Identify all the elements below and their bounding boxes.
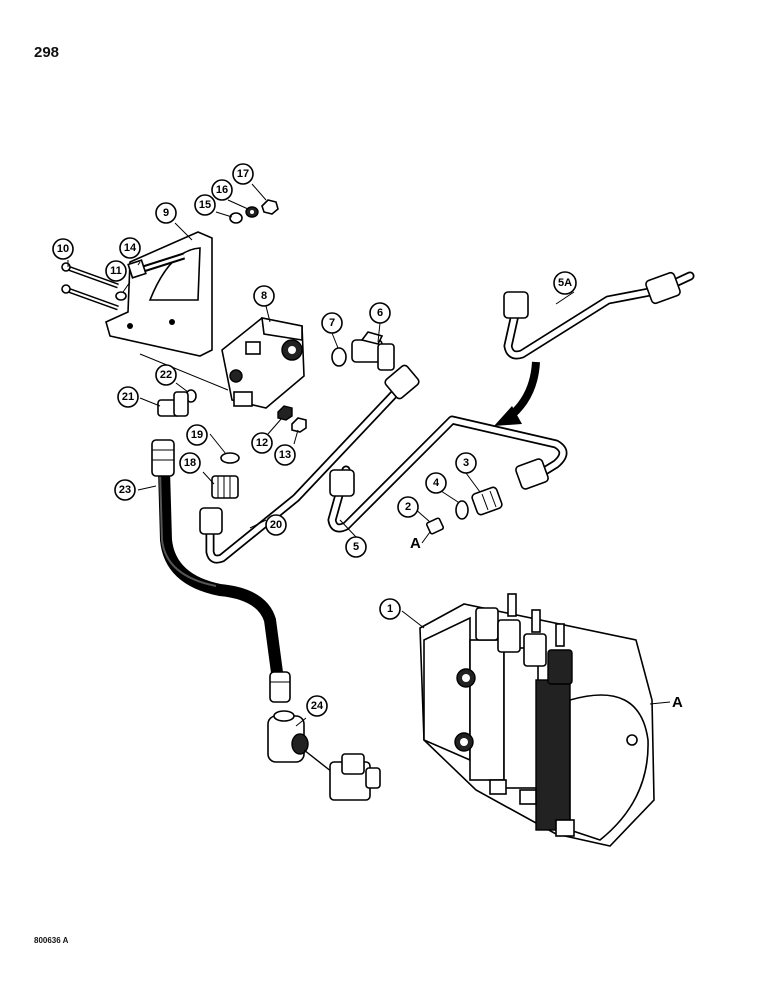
callout-18: 18 [179, 452, 201, 474]
nut-13 [291, 417, 307, 433]
figure-code: 800636 A [34, 936, 69, 945]
bolts [61, 262, 119, 311]
svg-text:20: 20 [270, 519, 282, 531]
svg-text:4: 4 [433, 477, 440, 489]
page-number: 298 [34, 44, 60, 61]
callout-17: 17 [232, 163, 254, 185]
fitting-18 [211, 475, 239, 499]
callout-22: 22 [155, 364, 177, 386]
svg-text:1: 1 [387, 603, 393, 615]
callout-23: 23 [114, 479, 136, 501]
reference-letter-a-right: A [672, 694, 683, 711]
callout-19: 19 [186, 424, 208, 446]
hose-23 [151, 439, 291, 703]
tube-20 [199, 364, 420, 564]
svg-text:24: 24 [311, 700, 324, 712]
callout-24: 24 [306, 695, 328, 717]
callout-9: 9 [155, 202, 177, 224]
svg-text:10: 10 [57, 243, 69, 255]
callout-21: 21 [117, 386, 139, 408]
fitting-3 [471, 486, 503, 516]
tube-5 [327, 415, 568, 533]
svg-text:3: 3 [463, 457, 469, 469]
callout-1: 1 [379, 598, 401, 620]
svg-text:11: 11 [110, 265, 122, 277]
tube-5a [503, 271, 695, 360]
direction-arrow [494, 361, 540, 426]
callout-5: 5 [345, 536, 367, 558]
svg-text:13: 13 [279, 449, 291, 461]
callout-14: 14 [119, 237, 141, 259]
o-ring-4 [455, 500, 469, 520]
svg-text:19: 19 [191, 429, 203, 441]
callout-15: 15 [194, 194, 216, 216]
callout-20: 20 [265, 514, 287, 536]
callout-10: 10 [52, 238, 74, 260]
svg-text:2: 2 [405, 501, 411, 513]
svg-text:9: 9 [163, 207, 169, 219]
svg-text:22: 22 [160, 369, 172, 381]
callout-8: 8 [253, 285, 275, 307]
callout-6: 6 [369, 302, 391, 324]
callout-4: 4 [425, 472, 447, 494]
svg-text:16: 16 [216, 184, 228, 196]
callout-3: 3 [455, 452, 477, 474]
svg-text:21: 21 [122, 391, 134, 403]
callout-12: 12 [251, 432, 273, 454]
o-ring-7 [331, 347, 347, 367]
elbow-fitting-21 [157, 391, 189, 417]
svg-text:17: 17 [237, 168, 249, 180]
washers-nuts [229, 199, 279, 224]
svg-text:18: 18 [184, 457, 196, 469]
svg-text:23: 23 [119, 484, 131, 496]
callout-7: 7 [321, 312, 343, 334]
tee-fitting-24 [267, 710, 381, 801]
callout-11: 11 [105, 260, 127, 282]
svg-text:14: 14 [124, 242, 137, 254]
reference-letter-a-left: A [410, 535, 421, 552]
callout-2: 2 [397, 496, 419, 518]
svg-text:5A: 5A [558, 277, 572, 289]
relief-valve-body [221, 316, 305, 409]
svg-text:8: 8 [261, 290, 267, 302]
fitting-2 [425, 517, 445, 535]
svg-text:15: 15 [199, 199, 211, 211]
callout-5a: 5A [553, 271, 577, 295]
svg-text:12: 12 [256, 437, 268, 449]
bolt-14 [127, 252, 186, 279]
svg-text:5: 5 [353, 541, 359, 553]
washer-11 [115, 291, 127, 301]
control-valve-assembly [419, 593, 655, 847]
svg-text:7: 7 [329, 317, 335, 329]
o-ring-19 [220, 452, 240, 464]
callout-16: 16 [211, 179, 233, 201]
svg-text:6: 6 [377, 307, 383, 319]
nut-12 [277, 405, 293, 421]
callout-13: 13 [274, 444, 296, 466]
elbow-fitting-6 [351, 331, 395, 371]
